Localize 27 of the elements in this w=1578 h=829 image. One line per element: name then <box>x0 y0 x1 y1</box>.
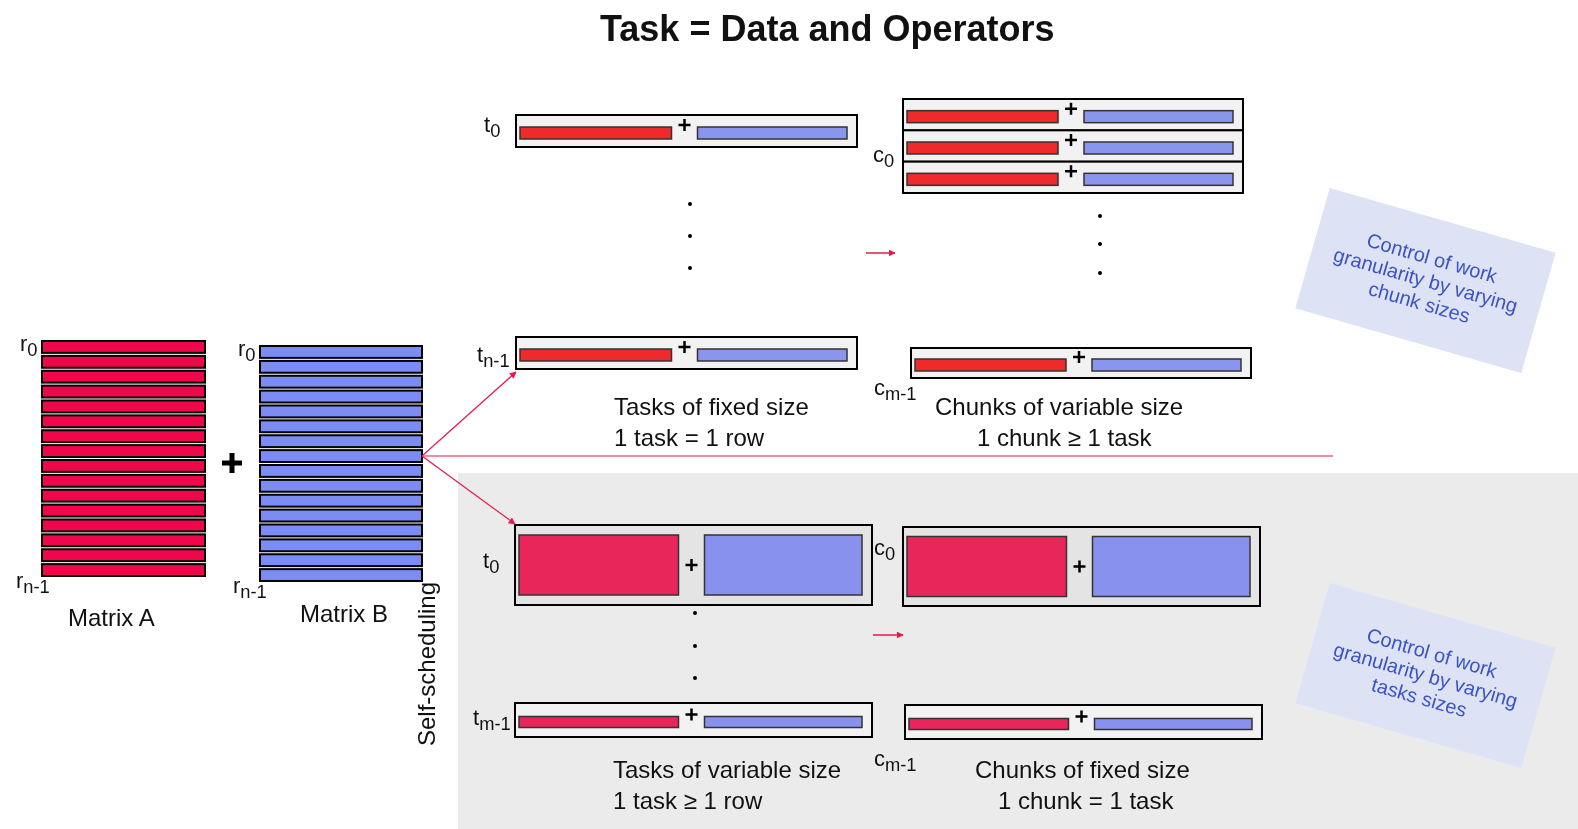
row-index-label: r$_{n-1}$ <box>16 568 50 599</box>
index-label: c$_{0}$ <box>874 535 896 566</box>
row-index-label: r$_{0}$ <box>20 331 38 362</box>
index-label: c$_{m-1}$ <box>874 746 917 777</box>
index-label: t$_{0}$ <box>484 112 501 143</box>
row-index-label: r$_{n-1}$ <box>233 573 267 604</box>
arrow <box>421 455 516 525</box>
matrix-caption: Matrix A <box>68 604 155 632</box>
connector-line <box>421 455 1334 457</box>
matrix-caption: Matrix B <box>300 600 388 628</box>
title: Task = Data and Operators <box>600 8 1055 50</box>
index-label: c$_{m-1}$ <box>874 375 917 406</box>
rotated-label: Self-scheduling <box>413 581 442 747</box>
arrow <box>421 371 517 457</box>
caption-text: Tasks of variable size <box>613 756 842 784</box>
row-index-label: r$_{0}$ <box>238 336 256 367</box>
caption-text: 1 chunk = 1 task <box>998 787 1174 815</box>
index-label: t$_{m-1}$ <box>473 705 511 736</box>
caption-text: Tasks of fixed size <box>614 393 809 421</box>
caption-text: 1 task = 1 row <box>614 424 765 452</box>
index-label: t$_{0}$ <box>483 548 500 579</box>
caption-text: Chunks of fixed size <box>975 756 1190 784</box>
caption-text: 1 chunk ≥ 1 task <box>977 424 1152 452</box>
caption-text: Chunks of variable size <box>935 393 1184 421</box>
index-label: t$_{n-1}$ <box>477 342 510 373</box>
index-label: c$_{0}$ <box>873 142 895 173</box>
caption-text: 1 task ≥ 1 row <box>613 787 763 815</box>
